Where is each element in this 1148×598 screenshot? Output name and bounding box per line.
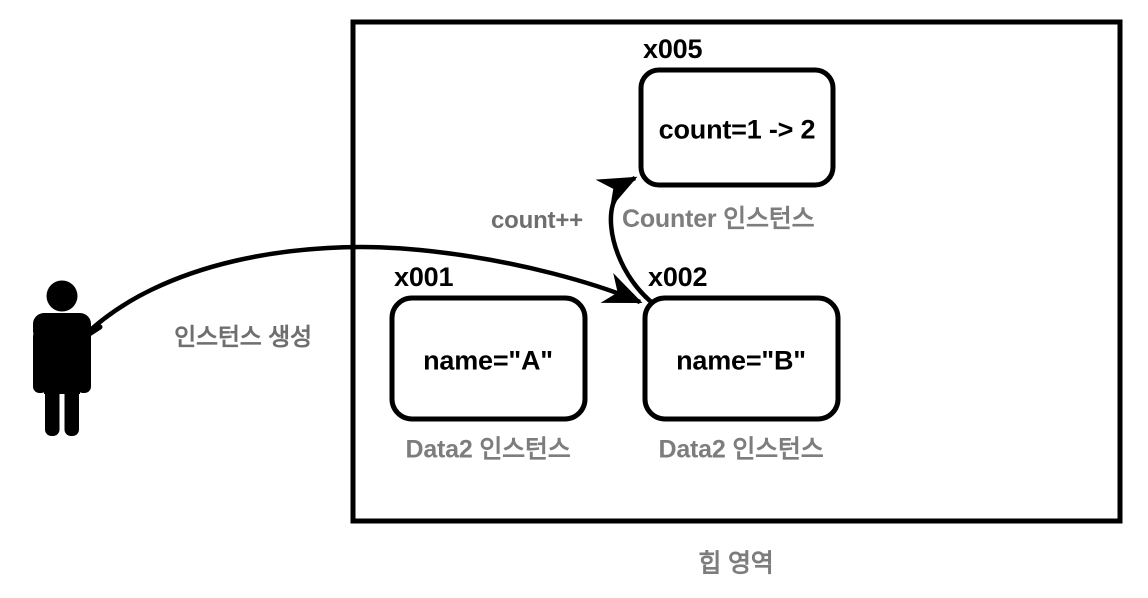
actor-pointer-stick (77, 324, 103, 343)
edge-instance-creation (82, 244, 643, 338)
edge-label-instance-creation: 인스턴스 생성 (174, 324, 312, 351)
address-label-x001: x001 (394, 262, 454, 292)
object-caption-x002: Data2 인스턴스 (658, 435, 824, 464)
heap-boundary-rect (350, 19, 1123, 524)
object-value-x002: name="B" (676, 345, 806, 376)
object-value-x001: name="A" (423, 345, 553, 376)
edge-label-count-increment: count++ (491, 207, 583, 234)
object-box-x001[interactable] (389, 295, 588, 422)
address-label-x002: x002 (648, 262, 708, 292)
object-caption-x001: Data2 인스턴스 (405, 435, 571, 464)
object-box-x002[interactable] (642, 295, 841, 422)
heap-region-caption: 힙 영역 (698, 549, 774, 578)
object-box-x005[interactable] (638, 67, 836, 188)
actor-icon (33, 280, 91, 436)
address-label-x005: x005 (643, 34, 703, 64)
object-caption-x005: Counter 인스턴스 (622, 205, 815, 233)
object-value-x005: count=1 -> 2 (658, 114, 816, 145)
edge-count-increment (595, 175, 657, 307)
